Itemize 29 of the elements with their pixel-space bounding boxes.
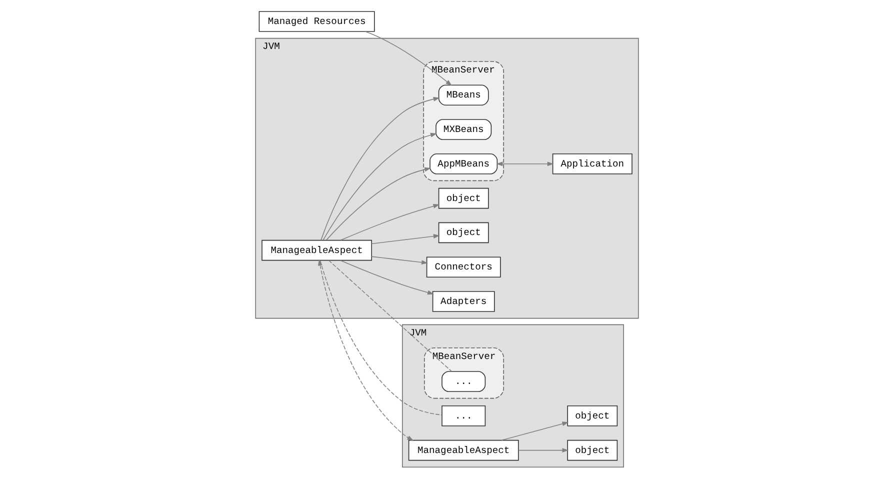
node-box: object — [567, 440, 618, 461]
arrow — [320, 96, 440, 241]
node-box: ManageableAspect — [262, 240, 372, 261]
arrow — [371, 234, 440, 244]
arrow — [518, 448, 569, 453]
arrow — [340, 204, 440, 241]
node-box: ... — [442, 406, 486, 426]
connector — [328, 260, 452, 372]
node-box: object — [438, 222, 489, 244]
arrow — [340, 260, 434, 295]
node-box: AppMBeans — [430, 154, 498, 174]
node-box: object — [567, 406, 618, 426]
arrow — [501, 422, 569, 441]
node-box: ManageableAspect — [408, 440, 519, 461]
node-box: Connectors — [426, 256, 501, 278]
node-box: Managed Resources — [258, 11, 375, 32]
arrow — [371, 256, 428, 265]
arrow — [496, 162, 554, 166]
node-box: MXBeans — [436, 119, 492, 140]
arrow — [326, 167, 431, 240]
node-box: object — [438, 188, 489, 209]
arrow — [318, 259, 414, 441]
arrow — [364, 31, 452, 86]
node-box: MBeans — [438, 84, 489, 106]
arrow — [322, 132, 437, 240]
connector — [320, 260, 442, 416]
node-box: Application — [552, 154, 632, 174]
node-box: Adapters — [432, 291, 495, 312]
node-box: ... — [442, 371, 486, 392]
